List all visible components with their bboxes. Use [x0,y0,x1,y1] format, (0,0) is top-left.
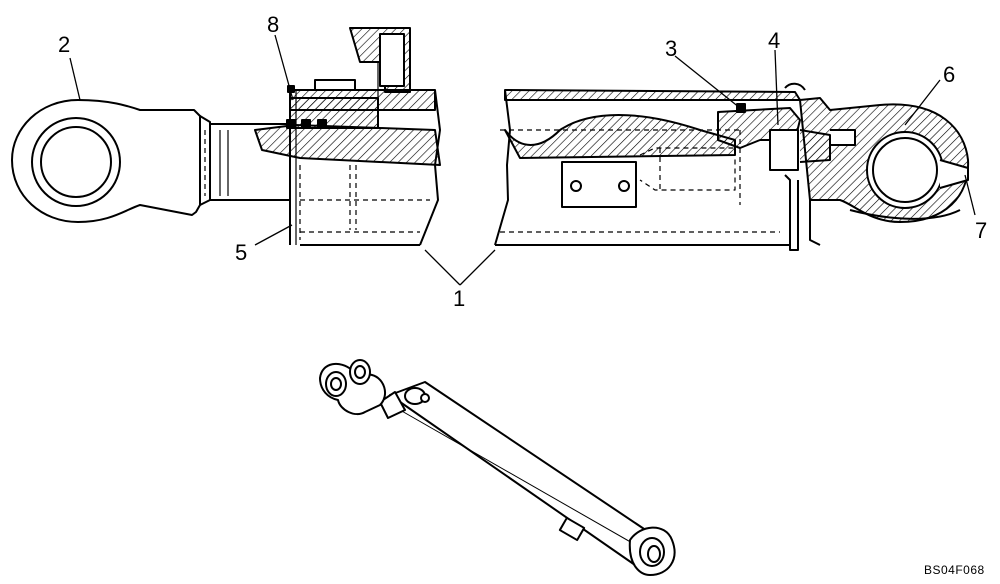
callout-6: 6 [943,62,956,87]
callout-2: 2 [58,32,71,57]
isometric-view [319,359,676,576]
callout-1: 1 [453,286,466,311]
callout-4: 4 [768,28,781,53]
callout-8: 8 [267,12,280,37]
cross-section-view [11,27,976,286]
leader-lines [69,34,976,286]
piston-rod [210,123,290,201]
callout-3: 3 [665,36,678,61]
base-eye [799,97,970,246]
barrel-right-section [494,82,806,251]
callout-5: 5 [235,240,248,265]
drawing-code: BS04F068 [924,563,985,577]
barrel-left-section [254,27,441,246]
callout-7: 7 [975,218,988,243]
rod-eye [11,99,211,223]
